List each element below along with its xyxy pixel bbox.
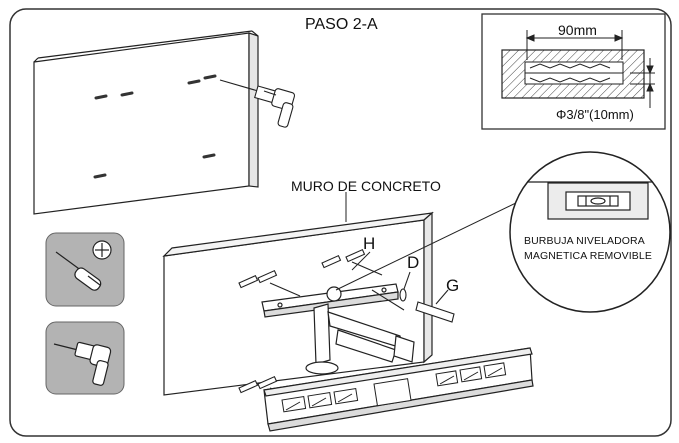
drill-holes-top	[93, 74, 217, 179]
level-label-line2: MAGNETICA REMOVIBLE	[524, 250, 652, 262]
outer-frame	[9, 8, 672, 437]
wall-label: MURO DE CONCRETO	[291, 178, 441, 194]
part-label-h: H	[363, 234, 376, 253]
hole-depth-label: 90mm	[558, 22, 597, 38]
wall-anchors	[238, 248, 366, 394]
level-callout-leader	[335, 199, 523, 291]
drill-detail-box	[481, 13, 666, 130]
level-callout	[509, 151, 671, 313]
part-d-washer	[399, 271, 411, 302]
part-g-anchor	[415, 289, 455, 323]
bracket-slot-marks	[285, 367, 503, 411]
part-label-g: G	[446, 276, 460, 295]
part-label-d: D	[407, 253, 420, 272]
hole-diameter-label: Φ3/8"(10mm)	[556, 107, 634, 122]
bracket-slots	[281, 362, 507, 413]
screwdriver-panel	[45, 232, 125, 307]
level-bubble-icon	[590, 197, 606, 205]
wall-block-top	[33, 30, 259, 215]
wall-plate	[261, 283, 399, 318]
step-title: PASO 2-A	[305, 16, 378, 33]
part-h-leader	[351, 251, 371, 271]
phillips-head-icon	[92, 240, 112, 260]
screwdriver-icon	[55, 251, 102, 291]
level-label-line1: BURBUJA NIVELADORA	[524, 235, 645, 247]
drill-icon-top	[219, 79, 296, 128]
articulating-arm	[305, 303, 415, 375]
drill-panel	[45, 321, 125, 395]
drill-icon	[53, 341, 112, 386]
